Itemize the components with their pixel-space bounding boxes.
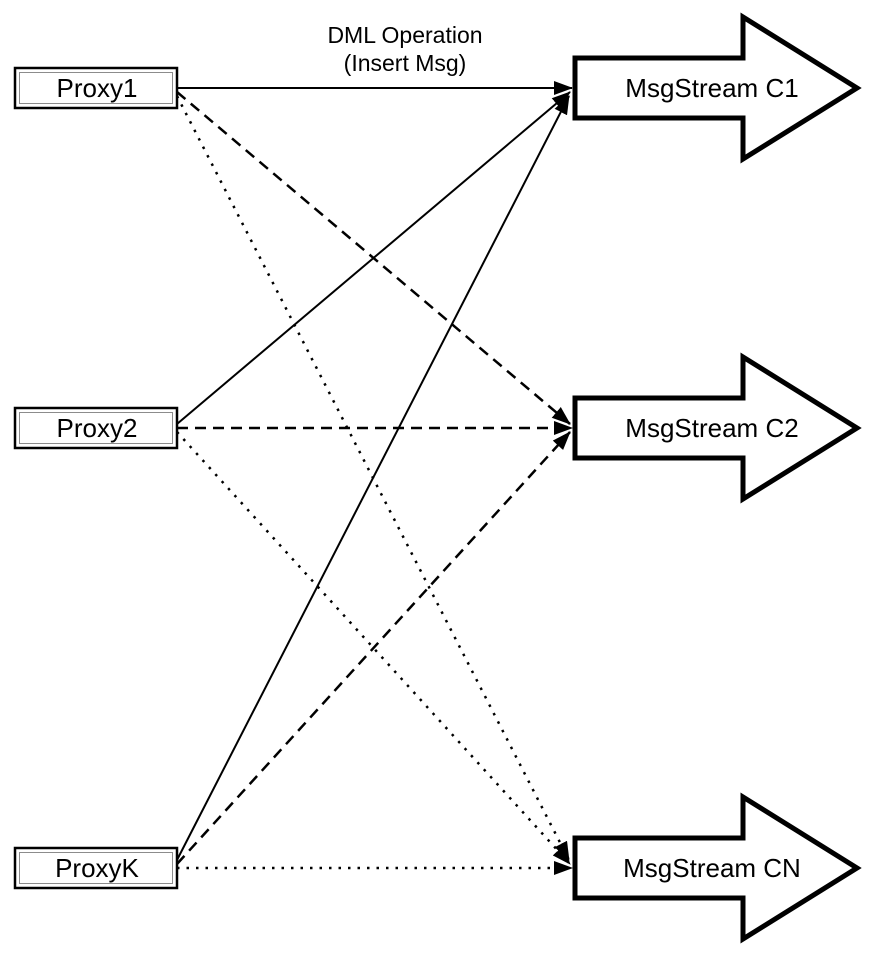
connection-proxyk-to-c2 — [176, 431, 571, 865]
annotation-line1: DML Operation — [327, 22, 482, 48]
stream-c1: MsgStream C1 — [572, 12, 862, 164]
proxy1-box — [13, 66, 179, 110]
proxyk-box-inner-line — [19, 852, 173, 884]
connections — [175, 81, 573, 875]
connection-proxyk-to-c1 — [176, 95, 570, 861]
connection-proxy2-to-cn — [176, 431, 571, 865]
stream-c1-label: MsgStream C1 — [625, 73, 798, 103]
proxy2-label: Proxy2 — [57, 413, 138, 443]
stream-cn: MsgStream CN — [572, 792, 862, 944]
proxyk-label: ProxyK — [55, 853, 139, 883]
connection-proxy2-to-c1 — [176, 91, 571, 425]
stream-c2-label: MsgStream C2 — [625, 413, 798, 443]
proxy1-label: Proxy1 — [57, 73, 138, 103]
annotation-line2: (Insert Msg) — [344, 50, 467, 76]
proxyk-box — [13, 846, 179, 890]
proxy2-box-inner-line — [19, 412, 173, 444]
stream-c1-arrow-shape — [572, 12, 862, 164]
edge-annotation: DML Operation (Insert Msg) — [327, 22, 482, 76]
stream-c2-arrow-shape — [572, 352, 862, 504]
node-proxy2: Proxy2 — [13, 406, 179, 450]
proxy2-box — [13, 406, 179, 450]
stream-cn-label: MsgStream CN — [623, 853, 801, 883]
stream-cn-arrow-shape — [572, 792, 862, 944]
node-proxyk: ProxyK — [13, 846, 179, 890]
node-proxy1: Proxy1 — [13, 66, 179, 110]
proxy1-box-inner-line — [19, 72, 173, 104]
stream-c2: MsgStream C2 — [572, 352, 862, 504]
